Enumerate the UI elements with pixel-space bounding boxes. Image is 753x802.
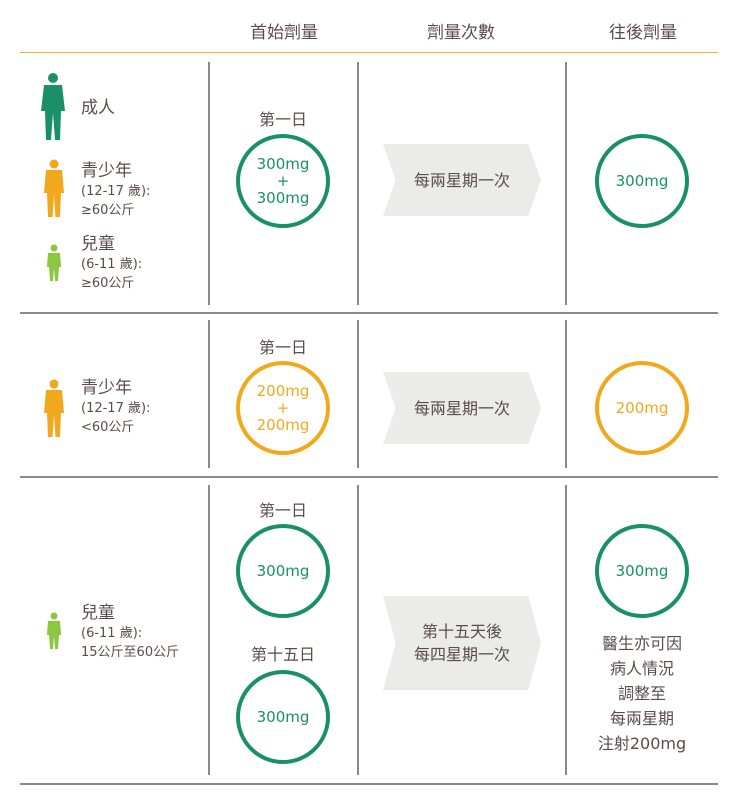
column-divider xyxy=(565,485,567,775)
dose-value: 300mg xyxy=(256,707,310,726)
adult-person-icon xyxy=(41,73,65,140)
group-weight: ≥60公斤 xyxy=(81,276,135,291)
child-person-icon xyxy=(47,244,61,281)
dose-value: 300mg xyxy=(615,171,669,190)
day15-dose-circle: 300mg xyxy=(236,670,330,764)
teen-person-icon xyxy=(44,159,64,217)
note-line: 注射200mg xyxy=(597,734,687,753)
column-divider xyxy=(565,320,567,468)
initial-dose-circle: 200mg + 200mg xyxy=(236,361,330,455)
group-teen: 青少年 (12-17 歲): <60公斤 xyxy=(81,377,150,437)
row-divider xyxy=(20,312,718,314)
header-frequency: 劑量次數 xyxy=(427,23,495,43)
frequency-text: 每兩星期一次 xyxy=(413,398,510,418)
plus-sign: + xyxy=(276,398,290,417)
group-label-adult: 成人 xyxy=(81,98,115,118)
adjustment-note: 醫生亦可因 病人情況 調整至 每兩星期 注射200mg xyxy=(567,631,717,756)
teen-person-icon xyxy=(44,379,64,437)
group-age: (6-11 歲): xyxy=(81,257,143,272)
header-divider xyxy=(20,52,718,53)
subsequent-dose-circle: 200mg xyxy=(595,361,689,455)
day-label: 第一日 xyxy=(258,338,307,357)
note-line: 病人情況 xyxy=(609,659,674,678)
day-label: 第一日 xyxy=(258,110,307,129)
dose-value: 300mg xyxy=(256,561,310,580)
group-weight: ≥60公斤 xyxy=(81,203,135,218)
row-divider xyxy=(20,783,718,785)
header-initial-dose: 首始劑量 xyxy=(250,23,318,43)
column-divider xyxy=(357,320,359,468)
initial-dose-circle: 300mg xyxy=(236,524,330,618)
dose-value: 300mg xyxy=(615,561,669,580)
note-line: 每兩星期 xyxy=(609,709,674,728)
column-divider xyxy=(208,485,210,775)
frequency-text: 第十五天後 xyxy=(421,622,502,641)
child-person-icon xyxy=(47,612,61,649)
frequency-arrow: 第十五天後 每四星期一次 xyxy=(383,596,541,690)
subsequent-dose-circle: 300mg xyxy=(595,134,689,228)
dose-value: 200mg xyxy=(256,381,310,400)
subsequent-dose-circle: 300mg xyxy=(595,524,689,618)
group-age: (6-11 歲): xyxy=(81,626,143,641)
frequency-arrow: 每兩星期一次 xyxy=(383,372,541,444)
group-weight: 15公斤至60公斤 xyxy=(81,645,180,660)
plus-sign: + xyxy=(276,171,290,190)
column-divider xyxy=(208,320,210,468)
frequency-arrow: 每兩星期一次 xyxy=(383,144,541,216)
group-child: 兒童 (6-11 歲): ≥60公斤 xyxy=(81,233,142,293)
group-age: (12-17 歲): xyxy=(81,184,151,199)
column-divider xyxy=(357,485,359,775)
column-divider xyxy=(208,62,210,305)
group-label-teen: 青少年 xyxy=(81,161,132,181)
day-label: 第一日 xyxy=(258,501,307,520)
frequency-text: 每四星期一次 xyxy=(413,645,510,664)
day-label: 第十五日 xyxy=(250,645,315,664)
frequency-text: 每兩星期一次 xyxy=(413,170,510,190)
group-label-child: 兒童 xyxy=(81,234,115,254)
group-label-child: 兒童 xyxy=(81,603,115,623)
dose-value: 200mg xyxy=(256,415,310,434)
header-subsequent-dose: 往後劑量 xyxy=(609,23,677,43)
group-teen: 青少年 (12-17 歲): ≥60公斤 xyxy=(81,160,150,220)
dose-value: 200mg xyxy=(615,398,669,417)
dose-value: 300mg xyxy=(256,154,310,173)
initial-dose-circle: 300mg + 300mg xyxy=(236,134,330,228)
group-age: (12-17 歲): xyxy=(81,401,151,416)
group-child: 兒童 (6-11 歲): 15公斤至60公斤 xyxy=(81,602,179,662)
column-divider xyxy=(357,62,359,305)
note-line: 調整至 xyxy=(617,684,666,703)
dose-value: 300mg xyxy=(256,188,310,207)
row-divider xyxy=(20,476,718,478)
column-divider xyxy=(565,62,567,305)
group-weight: <60公斤 xyxy=(81,420,135,435)
note-line: 醫生亦可因 xyxy=(601,634,682,653)
group-label-teen: 青少年 xyxy=(81,378,132,398)
